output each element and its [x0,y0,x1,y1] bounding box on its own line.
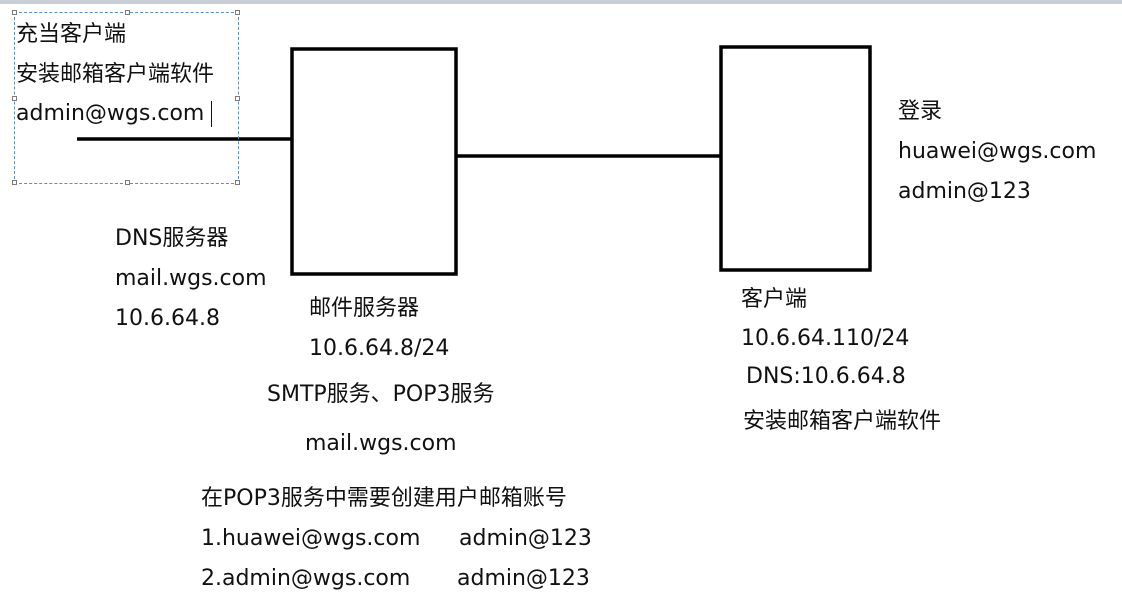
account-1-address: 1.huawei@wgs.com [201,526,421,551]
login-title: 登录 [898,99,943,124]
client-note-line3: admin@wgs.com [16,101,205,126]
resize-handle[interactable] [12,96,17,101]
login-user: huawei@wgs.com [898,139,1097,164]
client-box[interactable] [719,45,872,272]
account-2-password: admin@123 [457,566,590,591]
resize-handle[interactable] [12,180,17,185]
client-note-line1: 充当客户端 [16,22,127,47]
resize-handle[interactable] [235,10,240,15]
resize-handle[interactable] [125,180,130,185]
account-2-address: 2.admin@wgs.com [201,566,411,591]
resize-handle[interactable] [235,96,240,101]
client-dns: DNS:10.6.64.8 [746,364,906,389]
window-top-edge [0,0,1122,4]
mail-server-domain: mail.wgs.com [305,431,457,456]
resize-handle[interactable] [12,10,17,15]
login-password: admin@123 [898,179,1031,204]
client-title: 客户端 [741,287,808,312]
mail-server-box[interactable] [290,47,458,276]
client-note-line2: 安装邮箱客户端软件 [16,62,215,87]
mail-server-services: SMTP服务、POP3服务 [267,382,495,407]
mailbox-accounts-heading: 在POP3服务中需要创建用户邮箱账号 [201,486,567,511]
account-1-password: admin@123 [459,526,592,551]
mail-server-title: 邮件服务器 [309,296,420,321]
resize-handle[interactable] [125,10,130,15]
text-caret [211,101,212,127]
mail-server-ip: 10.6.64.8/24 [309,336,450,361]
dns-server-domain: mail.wgs.com [115,266,267,291]
client-ip: 10.6.64.110/24 [741,326,910,351]
resize-handle[interactable] [235,180,240,185]
client-software: 安装邮箱客户端软件 [743,409,942,434]
dns-server-ip: 10.6.64.8 [115,306,220,331]
selected-text-box[interactable] [12,10,240,185]
dns-server-title: DNS服务器 [115,226,229,251]
